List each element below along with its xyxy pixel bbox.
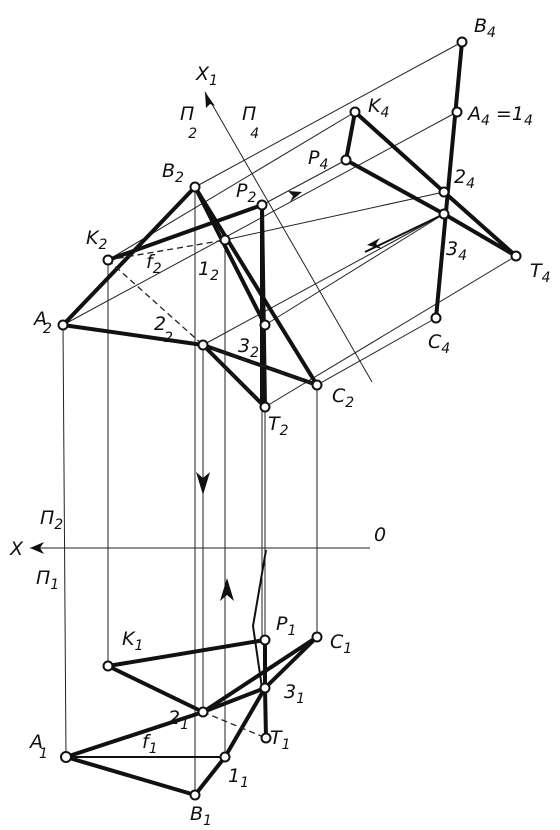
- label-b1: B1: [190, 803, 212, 829]
- label-2-1: 21: [168, 707, 189, 733]
- label-t2: T2: [268, 413, 289, 439]
- label-c4: C4: [428, 331, 450, 357]
- label-3-1: 31: [284, 681, 305, 707]
- label-a4-eq-14: A4=14: [466, 103, 533, 129]
- label-t1: T1: [270, 727, 291, 753]
- transfer-polyline: [251, 213, 445, 689]
- label-b4: B4: [474, 15, 496, 41]
- label-t4: T4: [530, 260, 551, 286]
- triangle-abc-p2: [61, 185, 319, 387]
- label-3-2: 32: [238, 335, 259, 361]
- label-p1: P1: [276, 613, 296, 639]
- label-2-4: 24: [454, 166, 475, 192]
- hidden-lines-p2: [107, 239, 318, 408]
- label-3-4: 34: [446, 238, 467, 264]
- label-f2: f2: [146, 251, 162, 277]
- label-1-1: 11: [228, 765, 249, 791]
- label-x-axis: X: [9, 538, 24, 560]
- label-k4: K4: [368, 95, 389, 121]
- label-pi1-axis: П1: [36, 567, 59, 593]
- points: [57, 36, 522, 801]
- axis-x-p2-p1: [30, 542, 370, 554]
- label-1-2: 12: [198, 258, 219, 284]
- label-f1: f1: [142, 731, 158, 757]
- projection-p1: [64, 635, 319, 797]
- triangle-kpt-p2: [106, 185, 267, 409]
- label-c2: C2: [332, 385, 354, 411]
- label-p2: P2: [236, 180, 256, 206]
- label-origin-0: 0: [374, 524, 386, 546]
- projection-p4: [344, 40, 518, 320]
- label-pi2-axis: П2: [40, 507, 63, 533]
- axis-x1-p2-p4: [204, 91, 373, 383]
- label-x1: X1: [195, 63, 218, 89]
- label-a2: A2: [32, 308, 52, 337]
- label-k2: K2: [86, 227, 107, 253]
- label-c1: C1: [330, 631, 352, 657]
- label-p4: P4: [308, 147, 328, 173]
- label-k1: K1: [122, 628, 143, 654]
- label-b2: B2: [162, 160, 184, 186]
- direction-arrows: [196, 191, 382, 601]
